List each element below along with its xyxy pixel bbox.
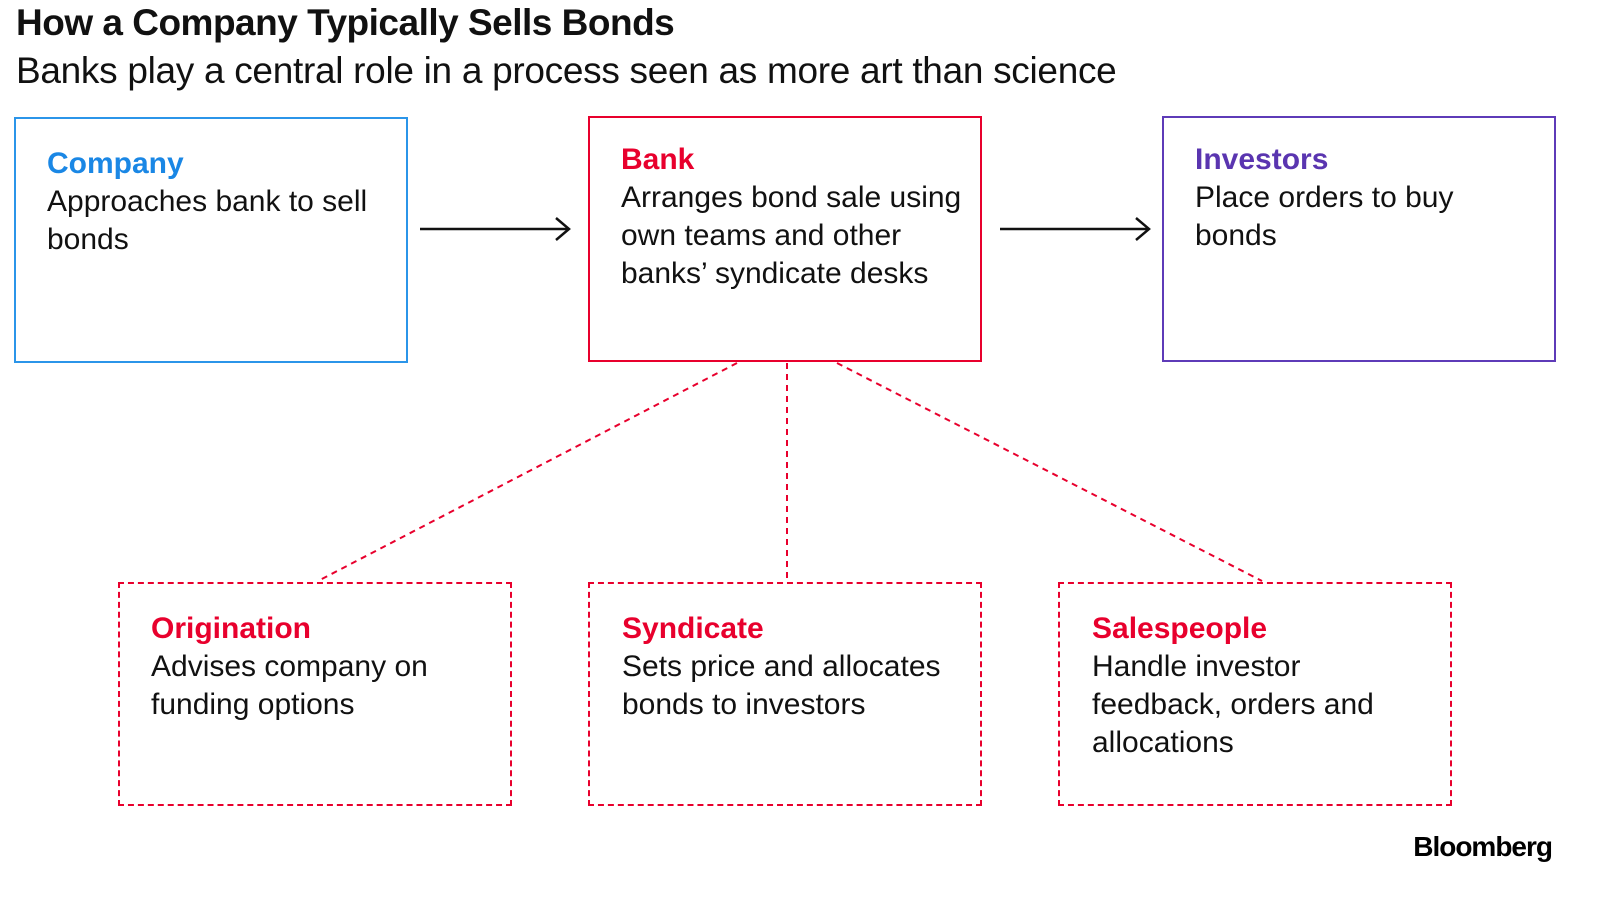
- syndicate-description: Sets price and allocates bonds to invest…: [622, 650, 941, 721]
- company-box: Company Approaches bank to sell bonds: [14, 117, 408, 363]
- syndicate-heading: Syndicate: [622, 612, 764, 645]
- bank-heading: Bank: [621, 143, 695, 176]
- bloomberg-logo: Bloomberg: [1413, 831, 1553, 862]
- salespeople-heading: Salespeople: [1092, 612, 1268, 645]
- link-bank-origination: [317, 362, 738, 582]
- origination-description: Advises company on funding options: [151, 650, 428, 721]
- company-description: Approaches bank to sell bonds: [47, 185, 368, 256]
- bank-box: Bank Arranges bond sale using own teams …: [588, 116, 982, 362]
- bank-description: Arranges bond sale using own teams and o…: [621, 181, 962, 290]
- chart-title: How a Company Typically Sells Bonds: [16, 2, 675, 43]
- salespeople-box: Salespeople Handle investor feedback, or…: [1058, 582, 1452, 806]
- origination-box: Origination Advises company on funding o…: [118, 582, 512, 806]
- investors-heading: Investors: [1195, 143, 1329, 176]
- investors-box: Investors Place orders to buy bonds: [1162, 116, 1556, 362]
- chart-subtitle: Banks play a central role in a process s…: [16, 50, 1117, 91]
- investors-description: Place orders to buy bonds: [1195, 181, 1454, 252]
- link-bank-salespeople: [836, 362, 1263, 582]
- company-heading: Company: [47, 147, 184, 180]
- salespeople-description: Handle investor feedback, orders and all…: [1092, 650, 1374, 759]
- syndicate-box: Syndicate Sets price and allocates bonds…: [588, 582, 982, 806]
- arrow-company-to-bank: [420, 217, 571, 241]
- origination-heading: Origination: [151, 612, 311, 645]
- arrow-bank-to-investors: [1000, 217, 1151, 241]
